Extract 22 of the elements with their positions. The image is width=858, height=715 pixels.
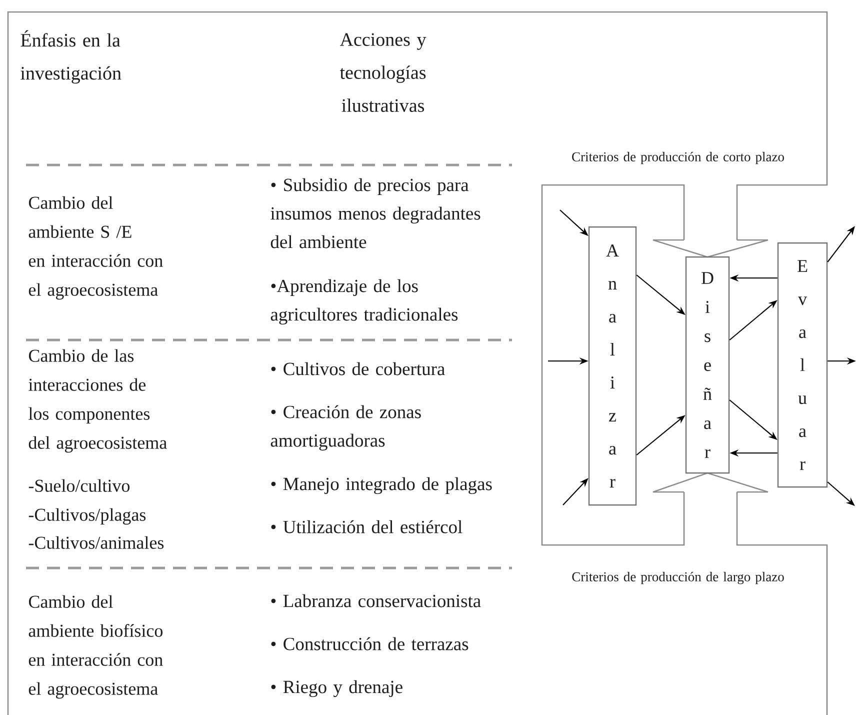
column-heading: Acciones y tecnologías ilustrativas [340, 33, 426, 112]
bullet-item: • Manejo integrado de plagas [271, 477, 492, 494]
list-item: -Cultivos/animales [28, 536, 164, 549]
list-item: -Cultivos/plagas [28, 508, 146, 525]
criteria-label: Criterios de producción de largo plazo [572, 572, 784, 584]
bullet-item: • Labranza conservacionista [271, 594, 481, 608]
bullet-item: • Utilización del estiércol [271, 520, 462, 534]
list-item: -Suelo/cultivo [28, 479, 130, 492]
row-heading: Cambio de las interacciones de los componentes del agroecosistema [28, 349, 167, 453]
step-box: Analizar [588, 226, 637, 506]
bullet-item: • Construcción de terrazas [271, 637, 468, 650]
row-heading: Cambio del ambiente S /E en interacción con el agroecosistema [28, 196, 163, 300]
row-heading: Cambio del ambiente biofísico en interacción con el agroecosistema [28, 595, 163, 699]
bullet-item: • Riego y drenaje [271, 680, 402, 698]
column-heading: Énfasis en la investigación [20, 30, 122, 84]
bullet-item: •Aprendizaje de los agricultores tradicionales [270, 279, 458, 325]
bullet-item: • Subsidio de precios para insumos menos degradantes del ambiente [270, 178, 480, 248]
step-box: Diseñar [685, 256, 730, 474]
bullet-item: • Cultivos de cobertura [271, 362, 445, 376]
bullet-item: • Creación de zonas amortiguadoras [270, 405, 421, 451]
criteria-label: Criterios de producción de corto plazo [572, 152, 784, 164]
step-box: Evaluar [777, 242, 828, 488]
